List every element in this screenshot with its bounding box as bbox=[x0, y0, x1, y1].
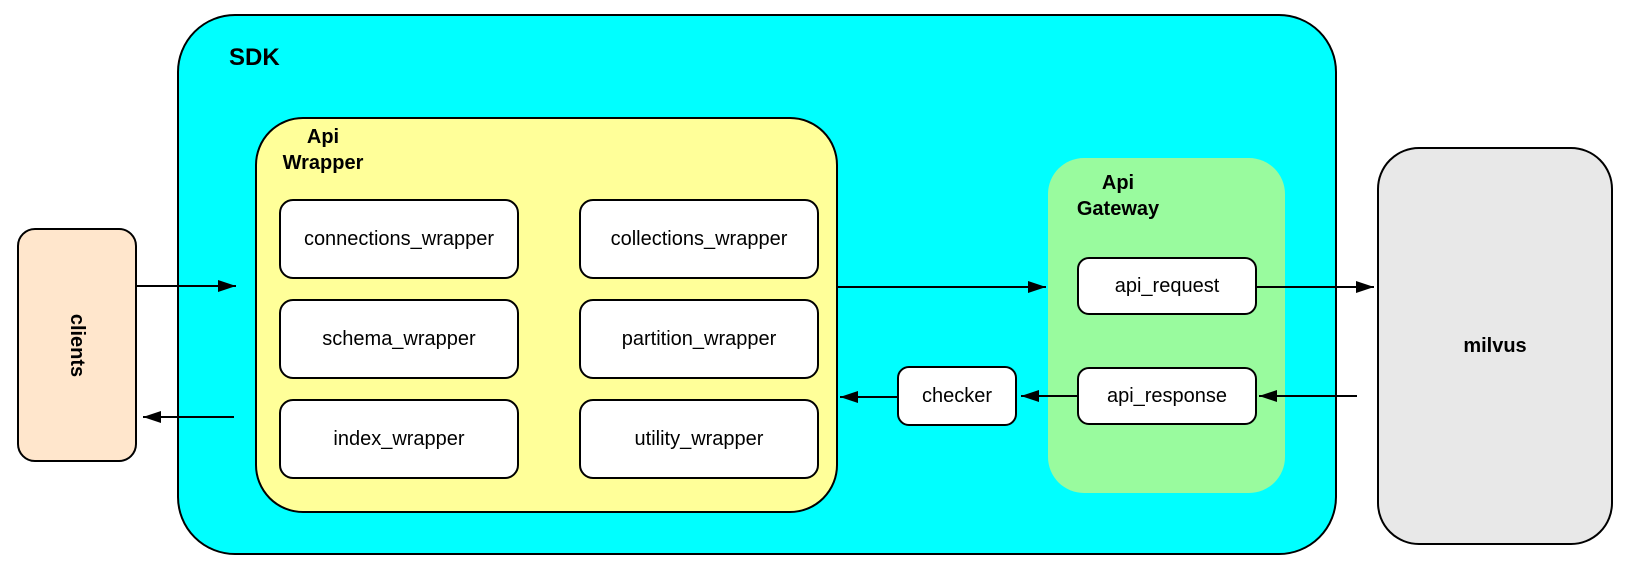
sdk-label: SDK bbox=[229, 44, 280, 71]
node-schema-wrapper: schema_wrapper bbox=[279, 299, 519, 379]
node-index-wrapper: index_wrapper bbox=[279, 399, 519, 479]
node-collections-wrapper: collections_wrapper bbox=[579, 199, 819, 279]
node-connections-wrapper: connections_wrapper bbox=[279, 199, 519, 279]
api-gateway-label: Api Gateway bbox=[1060, 170, 1176, 222]
api-wrapper-label-line2: Wrapper bbox=[282, 152, 364, 174]
node-utility-wrapper: utility_wrapper bbox=[579, 399, 819, 479]
api-wrapper-container: Api Wrapper connections_wrapper collecti… bbox=[255, 117, 838, 513]
clients-label: clients bbox=[66, 313, 89, 377]
api-wrapper-label-line1: Api bbox=[306, 126, 340, 148]
node-milvus: milvus bbox=[1377, 147, 1613, 545]
node-partition-wrapper: partition_wrapper bbox=[579, 299, 819, 379]
node-api-request: api_request bbox=[1077, 257, 1257, 315]
api-gateway-container: Api Gateway api_request api_response bbox=[1048, 158, 1285, 493]
node-api-response: api_response bbox=[1077, 367, 1257, 425]
node-checker: checker bbox=[897, 366, 1017, 426]
node-clients: clients bbox=[17, 228, 137, 462]
api-gateway-label-line1: Api bbox=[1101, 172, 1135, 194]
api-gateway-label-line2: Gateway bbox=[1076, 198, 1160, 220]
api-wrapper-label: Api Wrapper bbox=[265, 124, 381, 176]
